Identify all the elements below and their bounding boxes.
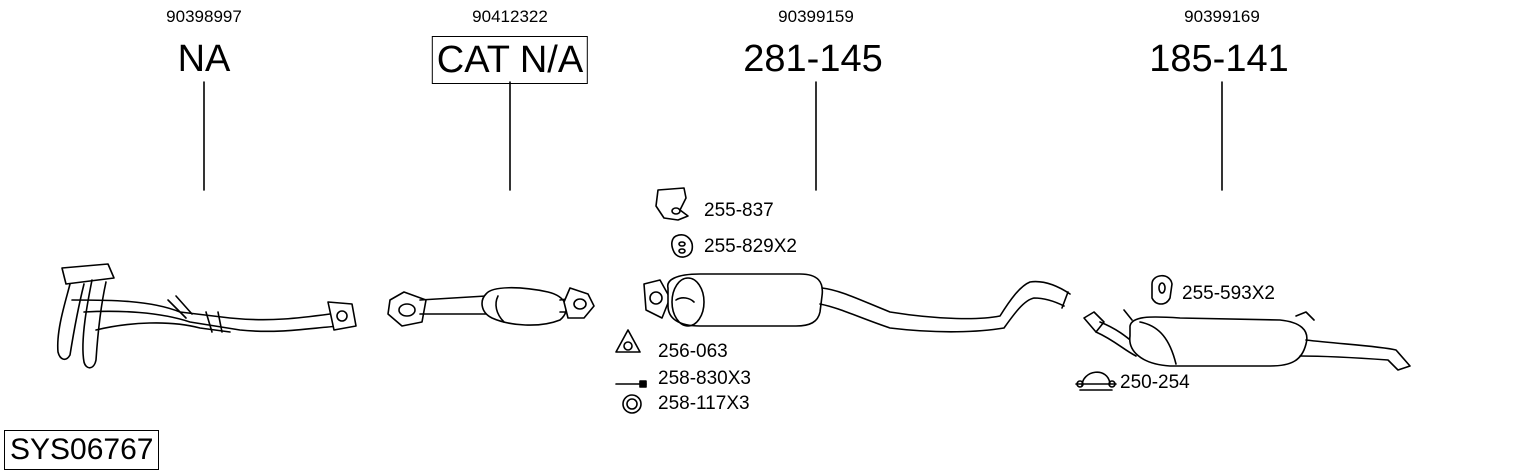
gasket-icon — [615, 329, 641, 353]
rear-silencer-drawing — [1083, 309, 1411, 371]
accessory-label-258-830x3: 258-830X3 — [658, 368, 751, 389]
rubber-mount-icon — [671, 234, 694, 258]
accessory-label-255-829x2: 255-829X2 — [704, 236, 797, 257]
bolt-icon — [615, 380, 647, 388]
oem-number-2: 90412322 — [472, 7, 548, 26]
accessory-label-258-117x3: 258-117X3 — [658, 393, 750, 414]
hanger-bracket-icon — [655, 187, 689, 221]
rubber-ring-icon — [1151, 274, 1173, 305]
accessory-label-250-254: 250-254 — [1120, 372, 1190, 393]
centre-silencer-drawing — [643, 273, 1071, 333]
catalytic-converter-drawing — [387, 286, 595, 327]
accessory-label-255-837: 255-837 — [704, 200, 774, 221]
oem-number-1: 90398997 — [166, 7, 242, 26]
part-number-rear-silencer: 185-141 — [1149, 38, 1289, 80]
accessory-label-255-593x2: 255-593X2 — [1182, 283, 1275, 304]
oem-number-4: 90399169 — [1184, 7, 1260, 26]
part-number-centre-silencer: 281-145 — [743, 38, 883, 80]
part-number-na: NA — [177, 38, 231, 80]
oem-number-3: 90399159 — [778, 7, 854, 26]
part-number-cat: CAT N/A — [431, 36, 589, 84]
ring-seal-icon — [622, 394, 642, 414]
system-id-label: SYS06767 — [4, 430, 160, 470]
front-pipe-drawing — [56, 263, 357, 369]
accessory-label-256-063: 256-063 — [658, 341, 728, 362]
clamp-icon — [1075, 371, 1117, 391]
